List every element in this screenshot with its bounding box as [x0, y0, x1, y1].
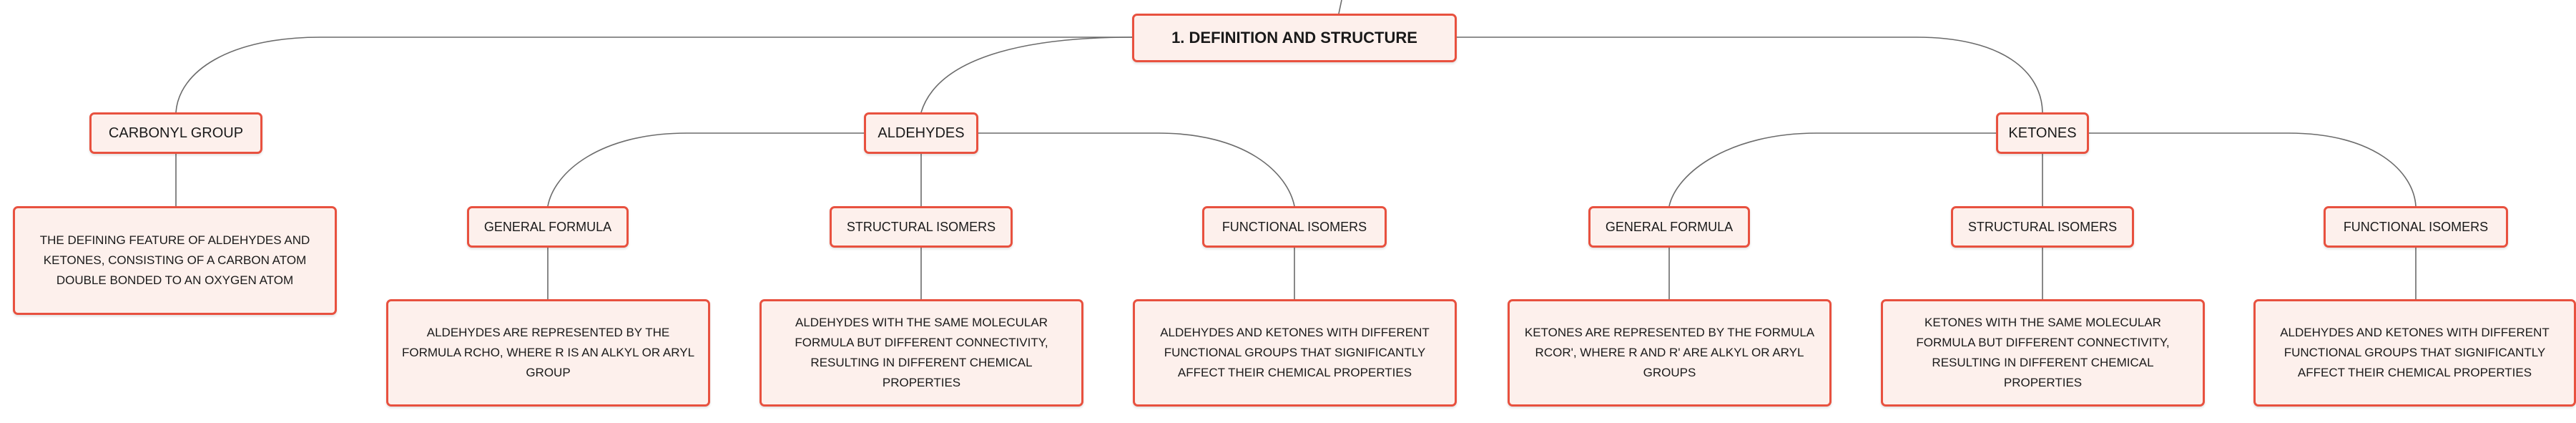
- ketones-label: KETONES: [2008, 125, 2077, 141]
- connector-root-to-carbonyl: [175, 37, 1132, 113]
- connector-aldehydes-to-general: [547, 132, 864, 207]
- aldehydes-structural-isomers-description[interactable]: ALDEHYDES WITH THE SAME MOLECULAR FORMUL…: [759, 299, 1083, 407]
- aldehydes-general-formula-label: GENERAL FORMULA: [483, 219, 612, 234]
- ketones-functional-isomers-node[interactable]: FUNCTIONAL ISOMERS: [2324, 206, 2508, 248]
- aldehydes-label: ALDEHYDES: [877, 125, 965, 141]
- ketones-functional-isomers-label: FUNCTIONAL ISOMERS: [2343, 219, 2489, 234]
- carbonyl-group-label: CARBONYL GROUP: [108, 125, 244, 141]
- ketones-functional-isomers-description-text: ALDEHYDES AND KETONES WITH DIFFERENT FUN…: [2280, 326, 2550, 379]
- connector-root-to-ketones: [1457, 37, 2043, 113]
- connector-root-to-aldehydes: [920, 37, 1133, 113]
- aldehydes-general-formula-description[interactable]: ALDEHYDES ARE REPRESENTED BY THE FORMULA…: [386, 299, 710, 407]
- ketones-structural-isomers-description[interactable]: KETONES WITH THE SAME MOLECULAR FORMULA …: [1881, 299, 2205, 407]
- connector-parent-to-root: [1338, 0, 1342, 14]
- carbonyl-group-description-text: THE DEFINING FEATURE OF ALDEHYDES AND KE…: [39, 233, 310, 287]
- aldehydes-structural-isomers-description-text: ALDEHYDES WITH THE SAME MOLECULAR FORMUL…: [795, 316, 1048, 389]
- ketones-general-formula-node[interactable]: GENERAL FORMULA: [1588, 206, 1750, 248]
- ketones-general-formula-label: GENERAL FORMULA: [1605, 219, 1734, 234]
- aldehydes-functional-isomers-node[interactable]: FUNCTIONAL ISOMERS: [1202, 206, 1387, 248]
- root-node-label: 1. DEFINITION AND STRUCTURE: [1171, 29, 1417, 47]
- aldehydes-functional-isomers-description-text: ALDEHYDES AND KETONES WITH DIFFERENT FUN…: [1160, 326, 1430, 379]
- root-node[interactable]: 1. DEFINITION AND STRUCTURE: [1132, 14, 1457, 62]
- connector-ketones-to-functional: [2089, 132, 2417, 207]
- ketones-general-formula-description-text: KETONES ARE REPRESENTED BY THE FORMULA R…: [1524, 326, 1815, 379]
- aldehydes-structural-isomers-node[interactable]: STRUCTURAL ISOMERS: [830, 206, 1013, 248]
- aldehydes-functional-isomers-description[interactable]: ALDEHYDES AND KETONES WITH DIFFERENT FUN…: [1133, 299, 1457, 407]
- ketones-functional-isomers-description[interactable]: ALDEHYDES AND KETONES WITH DIFFERENT FUN…: [2253, 299, 2576, 407]
- connector-aldehydes-to-functional: [978, 132, 1295, 207]
- aldehydes-general-formula-description-text: ALDEHYDES ARE REPRESENTED BY THE FORMULA…: [401, 326, 695, 379]
- ketones-structural-isomers-description-text: KETONES WITH THE SAME MOLECULAR FORMULA …: [1916, 316, 2170, 389]
- connector-ketones-to-general: [1668, 132, 1996, 207]
- aldehydes-general-formula-node[interactable]: GENERAL FORMULA: [467, 206, 629, 248]
- ketones-structural-isomers-label: STRUCTURAL ISOMERS: [1967, 219, 2118, 234]
- aldehydes-node[interactable]: ALDEHYDES: [864, 112, 978, 154]
- carbonyl-group-node[interactable]: CARBONYL GROUP: [89, 112, 262, 154]
- ketones-general-formula-description[interactable]: KETONES ARE REPRESENTED BY THE FORMULA R…: [1508, 299, 1832, 407]
- ketones-structural-isomers-node[interactable]: STRUCTURAL ISOMERS: [1951, 206, 2134, 248]
- ketones-node[interactable]: KETONES: [1996, 112, 2089, 154]
- aldehydes-functional-isomers-label: FUNCTIONAL ISOMERS: [1221, 219, 1367, 234]
- carbonyl-group-description[interactable]: THE DEFINING FEATURE OF ALDEHYDES AND KE…: [13, 206, 337, 315]
- aldehydes-structural-isomers-label: STRUCTURAL ISOMERS: [846, 219, 996, 234]
